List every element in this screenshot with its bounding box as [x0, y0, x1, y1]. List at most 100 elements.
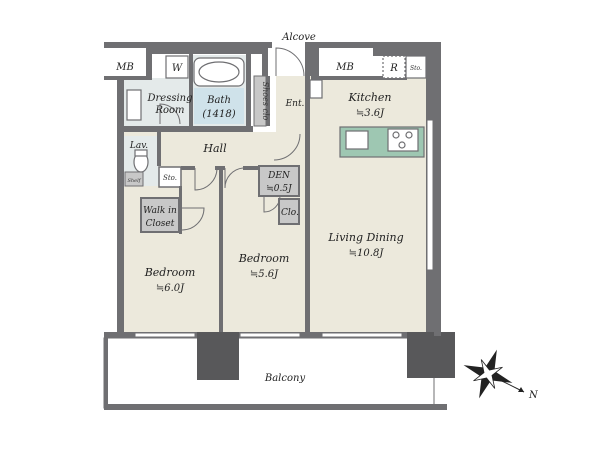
floor-fills: [104, 54, 427, 332]
label-alcove: Alcove: [281, 32, 316, 43]
label-bedroom2: Bedroom: [238, 252, 290, 265]
clo-area: [278, 198, 300, 225]
label-bath-1: Bath: [206, 95, 231, 106]
walk-in-closet-area: [140, 197, 180, 233]
balcony-left-edge: [104, 338, 108, 410]
label-shelf: Shelf: [127, 178, 141, 184]
compass-arrow-head: [518, 387, 524, 392]
toilet-tank: [134, 149, 148, 157]
wall-bath-right: [246, 54, 251, 126]
label-hall: Hall: [202, 142, 227, 155]
bathtub-inner: [198, 61, 240, 83]
label-lav: Lav.: [129, 141, 148, 151]
sto-kitchen-small: [309, 79, 323, 99]
label-dressing-2: Room: [154, 105, 184, 116]
label-sto-closet: Sto.: [163, 174, 177, 182]
label-w: W: [172, 63, 183, 74]
wall-top-left: [104, 42, 272, 48]
washer-box: [165, 55, 189, 79]
wall-mb-left-bottom: [104, 76, 146, 80]
wall-top-right: [311, 42, 441, 48]
label-mb-right: MB: [335, 62, 354, 73]
sink-dressing: [126, 89, 142, 121]
labels: Alcove MB MB W R Sto. Dressing Room Bath…: [115, 32, 422, 384]
label-living-size: ≒10.8J: [349, 248, 385, 259]
label-bedroom1-size: ≒6.0J: [156, 283, 185, 294]
door-bedroom1: [194, 167, 218, 191]
label-den: DEN: [267, 171, 291, 181]
wall-left: [117, 76, 124, 338]
wall-living-divider: [305, 174, 310, 334]
balcony-rail: [104, 404, 447, 410]
sto-closet-area: [158, 166, 182, 188]
label-den-size: ≒0.5J: [266, 184, 293, 194]
label-kitchen: Kitchen: [348, 91, 392, 104]
wall-bath-top: [152, 48, 262, 54]
doors: [159, 47, 305, 231]
wall-mb-right-side: [311, 48, 319, 80]
compass-n-label: N: [528, 390, 539, 401]
window-2: [239, 332, 301, 338]
wall-entry-left: [266, 76, 270, 126]
label-ent: Ent.: [285, 99, 305, 109]
burner-3: [398, 141, 406, 149]
wall-alcove-left: [262, 42, 268, 76]
label-living: Living Dining: [327, 231, 403, 244]
living-floor: [309, 76, 427, 332]
wall-hall-bottom-c: [243, 166, 259, 170]
wall-hall-bottom-a: [181, 166, 195, 170]
refrigerator: [382, 55, 406, 79]
door-walk-in: [181, 207, 205, 231]
label-r: R: [389, 63, 398, 74]
wall-closet-right: [179, 186, 182, 234]
label-kitchen-size: ≒3.6J: [356, 108, 385, 119]
door-bedroom2: [224, 167, 244, 189]
label-mb-left: MB: [115, 62, 134, 73]
label-walkin-1: Walk in: [143, 206, 177, 216]
bedroom1-floor: [123, 167, 221, 332]
label-shoes: Shoes clo: [261, 82, 270, 121]
compass-rose: N: [463, 349, 539, 401]
window-3: [321, 332, 403, 338]
pillar-right: [407, 332, 455, 378]
mb-right-floor: [319, 54, 373, 76]
window-right: [426, 119, 434, 271]
label-walkin-2: Closet: [146, 219, 175, 229]
label-balcony: Balcony: [264, 373, 306, 384]
mb-left-floor: [104, 54, 146, 76]
closets: [124, 75, 300, 233]
wall-bath-left: [189, 54, 193, 126]
pillar-left: [197, 332, 239, 380]
sto-top-box: [405, 55, 427, 79]
kitchen-sink: [345, 130, 369, 150]
pillar-right-ext: [434, 48, 441, 336]
label-bedroom2-size: ≒5.6J: [250, 269, 279, 280]
compass-star-light: [473, 359, 503, 389]
bath-blue: [194, 88, 244, 124]
label-dressing-1: Dressing: [146, 93, 192, 104]
fixtures: [126, 55, 427, 173]
den-area: [258, 165, 300, 197]
wall-bedroom-divider: [219, 166, 223, 334]
label-bath-2: (1418): [202, 109, 235, 120]
wall-bath-bottom: [123, 126, 253, 132]
burner-2: [405, 131, 413, 139]
door-bath: [159, 103, 181, 125]
label-bedroom1: Bedroom: [144, 266, 196, 279]
entry-floor: [276, 76, 309, 132]
wall-entry-right: [305, 76, 310, 174]
label-sto-top: Sto.: [410, 65, 422, 72]
burner-1: [392, 131, 400, 139]
windows: [134, 119, 434, 338]
wall-left-mb-side: [146, 48, 152, 80]
wall-lav-right: [157, 132, 161, 166]
balcony-group: [103, 48, 455, 410]
door-entry: [275, 47, 305, 77]
shelf-area: [124, 171, 144, 187]
wall-mb-right-bottom: [319, 76, 407, 80]
label-clo: Clo.: [281, 208, 299, 218]
window-1: [134, 332, 196, 338]
door-hall-living: [273, 133, 301, 161]
wall-alcove-right: [305, 42, 311, 76]
